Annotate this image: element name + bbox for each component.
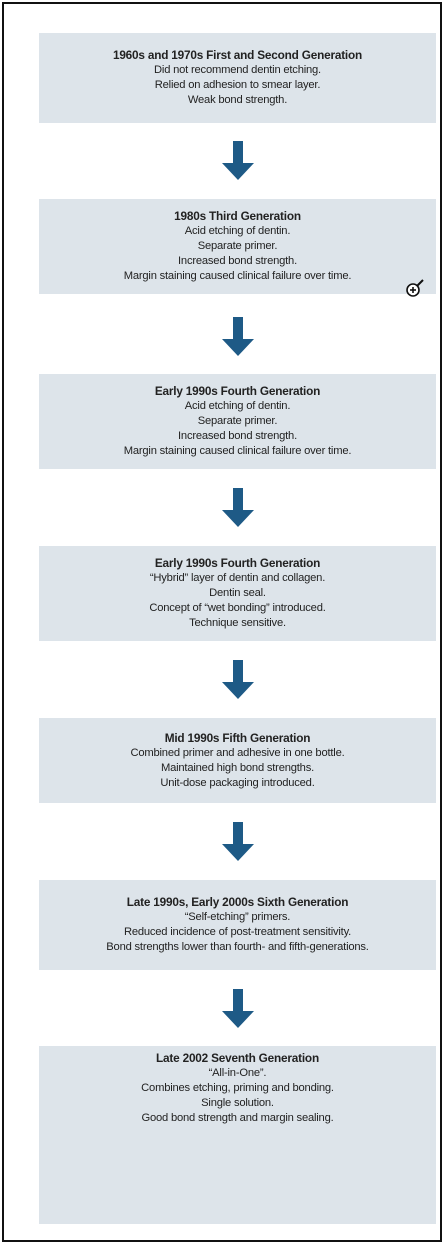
generation-title: Early 1990s Fourth Generation [154,556,321,570]
generation-line: Margin staining caused clinical failure … [123,445,352,457]
generation-line: Dentin seal. [209,587,266,599]
generation-line: Acid etching of dentin. [184,400,291,412]
generation-box-1: 1960s and 1970s First and Second Generat… [39,33,436,123]
generation-line: Unit-dose packaging introduced. [160,776,315,789]
generation-box-2: 1980s Third Generation Acid etching of d… [39,199,436,294]
generation-line: Technique sensitive. [189,617,286,629]
generation-line: Maintained high bond strengths. [160,761,315,774]
generation-box-3: Early 1990s Fourth Generation Acid etchi… [39,374,436,469]
generation-line: Good bond strength and margin sealing. [141,1112,334,1124]
down-arrow-icon [218,989,258,1029]
generation-title: 1980s Third Generation [174,209,301,223]
generation-line: “Hybrid” layer of dentin and collagen. [149,572,326,584]
generation-title: Early 1990s Fourth Generation [154,384,321,398]
generation-line: Single solution. [201,1097,274,1109]
generation-box-7: Late 2002 Seventh Generation “All-in-One… [39,1046,436,1224]
generation-line: Weak bond strength. [187,94,288,106]
generation-line: Margin staining caused clinical failure … [123,270,352,282]
generation-title: Late 1990s, Early 2000s Sixth Generation [126,895,349,909]
generation-title: 1960s and 1970s First and Second Generat… [112,48,363,62]
down-arrow-icon [218,822,258,862]
generation-line: Separate primer. [197,240,278,252]
generation-line: Relied on adhesion to smear layer. [154,79,321,91]
generation-line: Separate primer. [197,415,278,427]
generation-line: “Self-etching” primers. [184,911,291,923]
generation-line: Bond strengths lower than fourth- and fi… [106,941,369,953]
generation-box-4: Early 1990s Fourth Generation “Hybrid” l… [39,546,436,641]
down-arrow-icon [218,660,258,700]
zoom-in-icon[interactable] [404,278,426,300]
generation-line: Increased bond strength. [178,430,297,442]
generation-line: Acid etching of dentin. [184,225,291,237]
generation-line: Concept of “wet bonding” introduced. [149,602,326,614]
down-arrow-icon [218,488,258,528]
generation-line: Combines etching, priming and bonding. [141,1082,334,1094]
generation-box-5: Mid 1990s Fifth Generation Combined prim… [39,718,436,803]
generation-line: “All-in-One”. [208,1067,267,1079]
generation-box-6: Late 1990s, Early 2000s Sixth Generation… [39,880,436,970]
generation-line: Increased bond strength. [178,255,297,267]
generation-title: Late 2002 Seventh Generation [156,1051,319,1065]
generation-line: Combined primer and adhesive in one bott… [130,746,345,759]
down-arrow-icon [218,141,258,181]
generation-line: Reduced incidence of post-treatment sens… [123,926,352,938]
generation-line: Did not recommend dentin etching. [154,64,321,76]
down-arrow-icon [218,317,258,357]
generation-title: Mid 1990s Fifth Generation [164,730,311,745]
